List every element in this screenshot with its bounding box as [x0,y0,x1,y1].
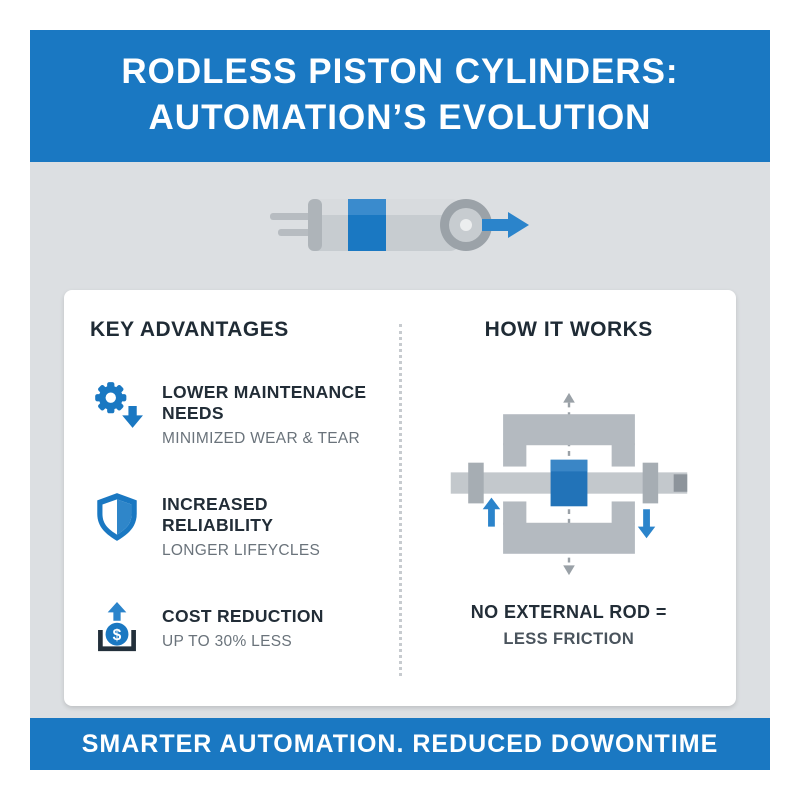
gear-down-icon [95,382,143,429]
advantage-subtitle: MINIMIZED WEAR & TEAR [162,430,361,448]
savings-icon: $ [98,602,136,652]
how-it-works-caption: NO EXTERNAL ROD = LESS FRICTION [428,602,711,649]
poster-title-line1: RODLESS PISTON CYLINDERS: [121,52,679,91]
advantage-title: COST REDUCTION [162,606,324,627]
advantage-item-maintenance: LOWER MAINTENANCE NEEDS MINIMIZED WEAR &… [90,378,373,448]
advantage-title: LOWER MAINTENANCE NEEDS [162,382,367,424]
advantage-title: INCREASED RELIABILITY [162,494,274,536]
poster-title-line2: AUTOMATION’S EVOLUTION [148,98,652,138]
down-arrow-icon [637,509,656,539]
how-it-works-column: HOW IT WORKS [402,318,737,682]
rodless-cylinder-icon [270,199,529,252]
advantages-column: KEY ADVANTAGES [64,318,399,682]
caption-line2: LESS FRICTION [503,630,635,649]
poster-title: RODLESS PISTON CYLINDERS: AUTOMATION’S E… [38,49,762,141]
advantages-heading: KEY ADVANTAGES [90,318,289,342]
content-card: KEY ADVANTAGES [64,290,737,707]
advantage-text: LOWER MAINTENANCE NEEDS MINIMIZED WEAR &… [162,378,373,448]
caption-line1: NO EXTERNAL ROD = [470,602,667,623]
poster-inner: RODLESS PISTON CYLINDERS: AUTOMATION’S E… [30,30,770,770]
how-it-works-heading: HOW IT WORKS [484,318,653,342]
body-area: KEY ADVANTAGES [30,162,770,718]
advantage-item-reliability: INCREASED RELIABILITY LONGER LIFEYCLES [90,490,373,560]
cylinder-illustration-wrap [64,162,736,290]
column-divider [398,324,402,677]
advantage-text: COST REDUCTION UP TO 30% LESS [162,602,324,651]
mechanism-diagram-wrap [428,384,711,584]
advantage-subtitle: LONGER LIFEYCLES [162,542,321,560]
header-banner: RODLESS PISTON CYLINDERS: AUTOMATION’S E… [30,30,770,163]
shield-icon [97,493,137,542]
up-arrow-icon [482,497,500,528]
dollar-sign: $ [113,627,122,644]
footer-banner: SMARTER AUTOMATION. REDUCED DOWONTIME [30,718,770,770]
footer-tagline: SMARTER AUTOMATION. REDUCED DOWONTIME [81,729,719,758]
advantage-text: INCREASED RELIABILITY LONGER LIFEYCLES [162,490,373,560]
advantage-subtitle: UP TO 30% LESS [162,633,292,651]
mechanism-diagram [450,393,687,576]
advantage-item-cost: $ COST REDUCTION UP TO 30% LESS [90,602,373,656]
